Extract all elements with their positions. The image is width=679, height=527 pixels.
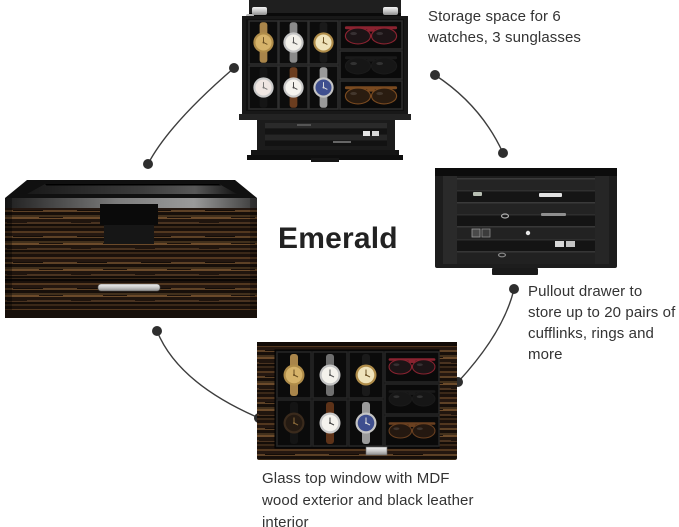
box-clasp xyxy=(100,204,158,225)
lid-hinge-left xyxy=(252,7,267,15)
caption-glass: Glass top window with MDF wood exterior … xyxy=(262,470,474,527)
lid-hinge-right xyxy=(383,7,398,15)
caption-pullout: Pullout drawer to store up to 20 pairs o… xyxy=(528,283,676,363)
diamond-ring-item xyxy=(525,230,531,236)
caption-storage: Storage space for 6 watches, 3 sunglasse… xyxy=(428,8,582,46)
connector-curve-top-left xyxy=(147,67,235,165)
connector-dot xyxy=(430,70,440,80)
drawer-handle xyxy=(97,283,161,292)
connector-curve-left-bottom xyxy=(156,330,260,419)
cufflink-pair-item xyxy=(471,228,481,238)
photo-open-box-front xyxy=(237,0,413,162)
cufflink-pair-item xyxy=(481,228,491,238)
cufflink-square-item xyxy=(566,241,575,247)
box-latch xyxy=(365,446,388,456)
ring-item xyxy=(500,213,510,219)
drawer-cufflink xyxy=(372,131,379,136)
ring-item xyxy=(497,252,507,258)
photo-pullout-drawer xyxy=(435,166,617,276)
glass-top-window xyxy=(27,184,237,194)
connector-dot xyxy=(143,159,153,169)
connector-curve-right-bottom xyxy=(457,288,515,383)
connector-curve-top-right xyxy=(434,74,504,154)
photo-open-box-top xyxy=(257,342,457,460)
drawer-cufflink xyxy=(363,131,370,136)
box-clasp xyxy=(104,225,154,244)
connector-dot xyxy=(498,148,508,158)
connector-dot xyxy=(152,326,162,336)
product-title: Emerald xyxy=(278,222,398,255)
connector-dot xyxy=(509,284,519,294)
cufflink-item xyxy=(473,192,482,196)
photo-closed-box xyxy=(5,176,257,318)
cufflink-square-item xyxy=(555,241,564,247)
tie-bar-item xyxy=(539,193,562,197)
tie-clip-item xyxy=(541,213,566,216)
